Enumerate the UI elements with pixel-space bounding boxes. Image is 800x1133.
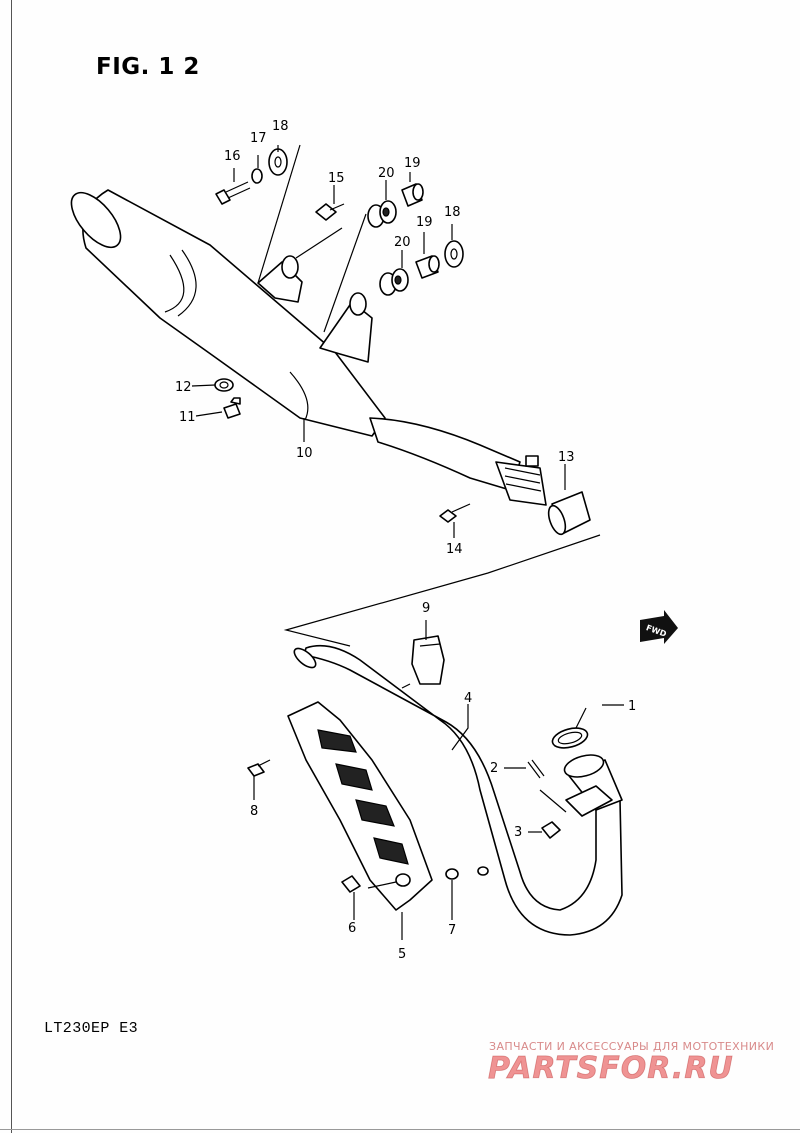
bolt-6[interactable] xyxy=(341,875,361,893)
callout-18-top[interactable]: 18 xyxy=(272,119,289,134)
callout-5[interactable]: 5 xyxy=(398,947,406,962)
bolt-16[interactable] xyxy=(215,181,251,205)
grommet-20-side[interactable] xyxy=(379,268,409,296)
callout-11[interactable]: 11 xyxy=(179,410,196,425)
scan-edge-left xyxy=(11,0,12,1133)
callout-7[interactable]: 7 xyxy=(448,923,456,938)
scan-edge-bottom xyxy=(0,1129,800,1130)
callout-20-top[interactable]: 20 xyxy=(378,166,395,181)
callout-17[interactable]: 17 xyxy=(250,131,267,146)
callout-19-side[interactable]: 19 xyxy=(416,215,433,230)
callout-10[interactable]: 10 xyxy=(296,446,313,461)
callout-9[interactable]: 9 xyxy=(422,601,430,616)
bolt-11[interactable] xyxy=(223,397,241,419)
callouts: 18 17 16 15 20 19 18 19 20 12 11 10 13 1… xyxy=(175,119,636,962)
callout-13[interactable]: 13 xyxy=(558,450,575,465)
collar-19-top[interactable] xyxy=(401,183,424,207)
washer-7[interactable] xyxy=(445,866,489,880)
clamp-9[interactable] xyxy=(411,635,445,685)
washer-18-top[interactable] xyxy=(268,148,288,176)
nut-3[interactable] xyxy=(541,821,561,839)
callout-14[interactable]: 14 xyxy=(446,542,463,557)
model-code: LT230EP E3 xyxy=(44,1020,139,1037)
muffler[interactable] xyxy=(63,184,547,506)
callout-20-side[interactable]: 20 xyxy=(394,235,411,250)
callout-2[interactable]: 2 xyxy=(490,761,498,776)
callout-8[interactable]: 8 xyxy=(250,804,258,819)
screw-8[interactable] xyxy=(247,759,271,777)
callout-16[interactable]: 16 xyxy=(224,149,241,164)
bolt-14[interactable] xyxy=(439,503,471,523)
heat-shield-5[interactable] xyxy=(287,701,433,911)
exhaust-gasket-1[interactable] xyxy=(550,725,589,752)
callout-15[interactable]: 15 xyxy=(328,171,345,186)
watermark-caption: ЗАПЧАСТИ И АКСЕССУАРЫ ДЛЯ МОТОТЕХНИКИ xyxy=(489,1040,775,1053)
callout-12[interactable]: 12 xyxy=(175,380,192,395)
callout-18-side[interactable]: 18 xyxy=(444,205,461,220)
grommet-20-top[interactable] xyxy=(367,200,397,228)
figure-title: FIG. 1 2 xyxy=(96,54,200,80)
nut-12[interactable] xyxy=(214,378,234,392)
fwd-arrow-icon: FWD xyxy=(640,610,678,644)
callout-1[interactable]: 1 xyxy=(628,699,636,714)
exhaust-pipe[interactable] xyxy=(291,644,623,936)
sleeve-13[interactable] xyxy=(545,491,591,536)
leader-lines xyxy=(191,144,624,940)
watermark-logo-text: PARTSFOR.RU xyxy=(488,1051,734,1086)
washer-17[interactable] xyxy=(251,168,263,184)
bolt-15[interactable] xyxy=(315,203,345,221)
callout-19-top[interactable]: 19 xyxy=(404,156,421,171)
watermark-logo: PARTSFOR.RU xyxy=(488,1051,734,1086)
callout-4[interactable]: 4 xyxy=(464,691,472,706)
washer-18-side[interactable] xyxy=(444,240,464,268)
collar-19-side[interactable] xyxy=(415,255,440,279)
callout-3[interactable]: 3 xyxy=(514,825,522,840)
callout-6[interactable]: 6 xyxy=(348,921,356,936)
stud-bolt-2[interactable] xyxy=(527,759,545,779)
